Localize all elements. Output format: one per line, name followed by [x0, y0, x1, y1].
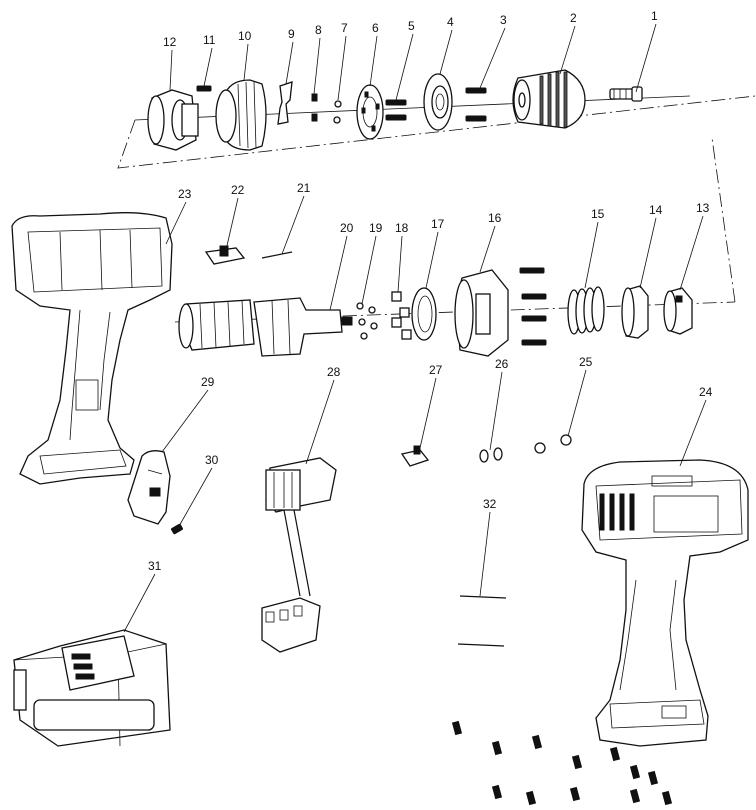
- part-27-clip: [400, 445, 430, 467]
- part-22-direction-switch: [204, 245, 246, 265]
- part-9-spring-clip: [277, 81, 293, 125]
- part-4-clutch-plate: [423, 73, 453, 131]
- part-5-screws: [385, 99, 407, 121]
- callout-29: 29: [201, 375, 215, 389]
- callout-7: 7: [341, 21, 348, 35]
- callout-21: 21: [297, 181, 311, 195]
- callout-15: 15: [591, 207, 605, 221]
- part-20-motor: [178, 297, 353, 357]
- callout-17: 17: [431, 217, 445, 231]
- part-8-springs: [311, 93, 318, 122]
- part-6-clutch-disc: [356, 84, 384, 140]
- part-14-spring-ring: [621, 285, 649, 339]
- callout-16: 16: [488, 211, 502, 225]
- callout-19: 19: [369, 221, 383, 235]
- callout-26: 26: [495, 357, 509, 371]
- callout-24: 24: [699, 385, 713, 399]
- leader-lines: [123, 23, 707, 633]
- part-1-chuck-screw: [609, 86, 643, 102]
- part-2-chuck: [512, 69, 586, 129]
- callout-9: 9: [288, 27, 295, 41]
- part-15-clutch-spring: [567, 286, 605, 335]
- callout-30: 30: [205, 453, 219, 467]
- part-30-screw: [171, 523, 183, 535]
- callout-5: 5: [408, 19, 415, 33]
- callout-14: 14: [649, 203, 663, 217]
- callout-13: 13: [696, 201, 710, 215]
- part-16-gearbox-housing: [454, 269, 509, 357]
- callout-25: 25: [579, 355, 593, 369]
- part-gearbox-screws: [519, 267, 547, 346]
- part-32-pins: [457, 595, 507, 647]
- part-12-front-cover: [147, 89, 199, 151]
- part-18-planet-gears: [391, 291, 412, 340]
- part-23-left-housing: [11, 212, 173, 485]
- callout-28: 28: [327, 365, 341, 379]
- part-28-switch-assembly: [261, 457, 337, 653]
- part-19-washers: [356, 302, 378, 340]
- part-10-torque-ring: [215, 79, 267, 151]
- part-11-screw: [196, 85, 212, 92]
- callout-22: 22: [231, 183, 245, 197]
- callout-31: 31: [148, 559, 162, 573]
- callout-numbers: 1 2 3 4 5 6 7 8 9 10 11 12 13 14 15 16 1…: [148, 9, 713, 573]
- callout-6: 6: [372, 21, 379, 35]
- callout-1: 1: [651, 9, 658, 23]
- callout-2: 2: [570, 11, 577, 25]
- callout-3: 3: [500, 13, 507, 27]
- callout-20: 20: [340, 221, 354, 235]
- callout-23: 23: [178, 187, 192, 201]
- callout-4: 4: [447, 15, 454, 29]
- callout-8: 8: [315, 23, 322, 37]
- callout-32: 32: [483, 497, 497, 511]
- part-13-adjusting-nut: [663, 287, 693, 335]
- part-25-nuts: [534, 434, 572, 454]
- loose-screws-group: [451, 720, 673, 806]
- part-21-spring: [261, 251, 293, 259]
- part-31-battery-pack: [13, 629, 171, 747]
- part-24-right-housing: [581, 459, 749, 747]
- part-7-steel-balls: [333, 100, 342, 124]
- callout-12: 12: [163, 35, 177, 49]
- part-17-internal-ring: [411, 287, 437, 341]
- part-29-trigger: [127, 450, 171, 525]
- part-26-washers: [479, 447, 503, 463]
- callout-18: 18: [395, 221, 409, 235]
- callout-11: 11: [203, 33, 216, 47]
- callout-10: 10: [238, 29, 252, 43]
- part-3-screws: [465, 87, 487, 122]
- callout-27: 27: [429, 363, 443, 377]
